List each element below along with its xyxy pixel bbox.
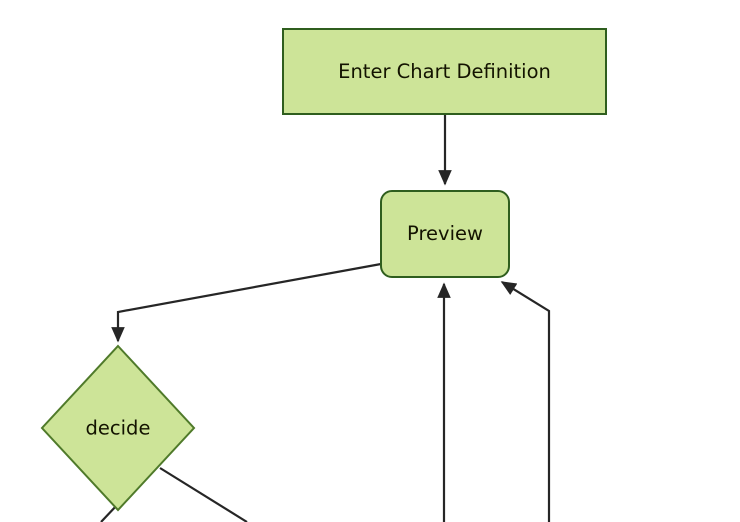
node-enter-chart-definition[interactable]: Enter Chart Definition [282, 28, 607, 115]
edges-layer [100, 114, 551, 522]
node-enter-chart-definition-label: Enter Chart Definition [338, 60, 551, 83]
node-preview[interactable]: Preview [380, 190, 510, 278]
node-preview-shape[interactable] [380, 190, 510, 278]
node-decide-label: decide [86, 417, 151, 440]
node-enter-chart-definition-shape[interactable] [282, 28, 607, 115]
edge-decide-to-bottom-right [159, 467, 248, 522]
node-decide[interactable]: decide [40, 344, 196, 512]
edge-bottom-right-to-preview [500, 281, 551, 522]
edge-preview-to-decide [111, 262, 382, 343]
node-preview-label: Preview [407, 222, 483, 245]
node-decide-shape[interactable] [40, 344, 196, 512]
